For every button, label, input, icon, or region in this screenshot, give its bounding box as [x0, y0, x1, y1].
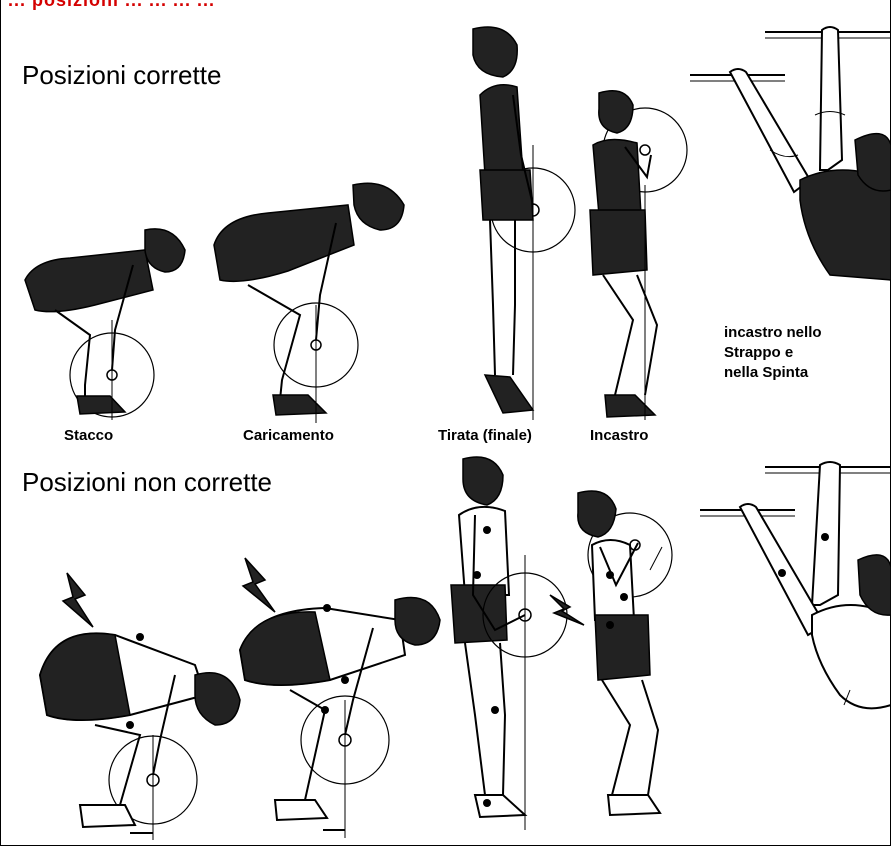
- joint-marker: [483, 799, 491, 807]
- head: [145, 229, 185, 272]
- figure-tirata-correct: [455, 25, 580, 425]
- direction-arrow: [650, 547, 662, 570]
- joint-marker: [491, 706, 499, 714]
- torso: [480, 85, 523, 175]
- figure-incastro-incorrect: [550, 485, 680, 825]
- joint-marker: [321, 706, 329, 714]
- leg: [602, 680, 630, 795]
- torso: [459, 507, 509, 595]
- joint-marker: [136, 633, 144, 641]
- foot: [273, 395, 326, 415]
- foot: [80, 805, 135, 827]
- figure-stacco-correct: [15, 220, 185, 425]
- barbell-hub: [640, 145, 650, 155]
- torso: [214, 205, 354, 281]
- figure-caricamento-correct: [208, 175, 408, 425]
- header-strip-text: ... posizioni ... ... ... ...: [8, 0, 215, 10]
- torso: [593, 139, 641, 215]
- head: [395, 598, 440, 646]
- foot: [475, 795, 525, 817]
- joint-marker: [606, 571, 614, 579]
- caption-stacco: Stacco: [64, 427, 113, 444]
- joint-marker: [620, 593, 628, 601]
- figure-incastro-correct: [585, 85, 690, 425]
- lightning-icon: [243, 558, 275, 612]
- shorts: [590, 210, 647, 275]
- leg-back: [637, 275, 657, 395]
- header-strip: ... posizioni ... ... ... ...: [0, 0, 891, 10]
- foot: [605, 395, 655, 417]
- leg-back: [642, 680, 658, 795]
- head: [463, 457, 503, 505]
- caption-caricamento: Caricamento: [243, 427, 334, 444]
- lightning-icon: [550, 595, 584, 625]
- head: [578, 491, 616, 537]
- arm-vertical: [820, 27, 842, 170]
- head: [195, 673, 240, 725]
- correct-positions-title: Posizioni corrette: [22, 60, 221, 91]
- leg: [95, 725, 140, 805]
- leg: [290, 690, 325, 800]
- incorrect-positions-title: Posizioni non corrette: [22, 467, 272, 498]
- joint-marker: [323, 604, 331, 612]
- shorts: [451, 585, 507, 643]
- foot: [275, 800, 327, 820]
- lightning-icon: [63, 573, 93, 627]
- joint-marker: [606, 621, 614, 629]
- torso: [812, 605, 891, 708]
- leg: [603, 275, 633, 395]
- incastro-note-line3: nella Spinta: [724, 363, 822, 383]
- incastro-note: incastro nello Strappo e nella Spinta: [724, 323, 822, 383]
- joint-marker: [126, 721, 134, 729]
- shorts: [595, 615, 650, 680]
- figure-stacco-incorrect: [35, 565, 245, 840]
- shorts: [480, 170, 533, 220]
- figure-overhead-incorrect: [700, 455, 891, 725]
- caption-tirata: Tirata (finale): [438, 427, 532, 444]
- joint-marker: [821, 533, 829, 541]
- arm-diagonal: [730, 69, 810, 192]
- leg-back: [513, 220, 515, 375]
- shorts: [40, 633, 130, 720]
- leg-back: [500, 643, 505, 795]
- foot: [485, 375, 533, 413]
- head: [353, 183, 404, 230]
- torso: [25, 250, 153, 312]
- leg: [465, 643, 485, 795]
- incastro-note-line2: Strappo e: [724, 343, 822, 363]
- incastro-note-line1: incastro nello: [724, 323, 822, 343]
- leg: [490, 220, 495, 375]
- joint-marker: [473, 571, 481, 579]
- head: [473, 27, 517, 77]
- figure-caricamento-incorrect: [235, 550, 450, 840]
- joint-marker: [778, 569, 786, 577]
- joint-marker: [341, 676, 349, 684]
- shorts: [240, 612, 330, 685]
- figure-overhead-correct: [690, 20, 891, 290]
- head: [599, 91, 633, 133]
- foot: [77, 396, 125, 414]
- caption-incastro: Incastro: [590, 427, 648, 444]
- joint-marker: [483, 526, 491, 534]
- foot: [608, 795, 660, 815]
